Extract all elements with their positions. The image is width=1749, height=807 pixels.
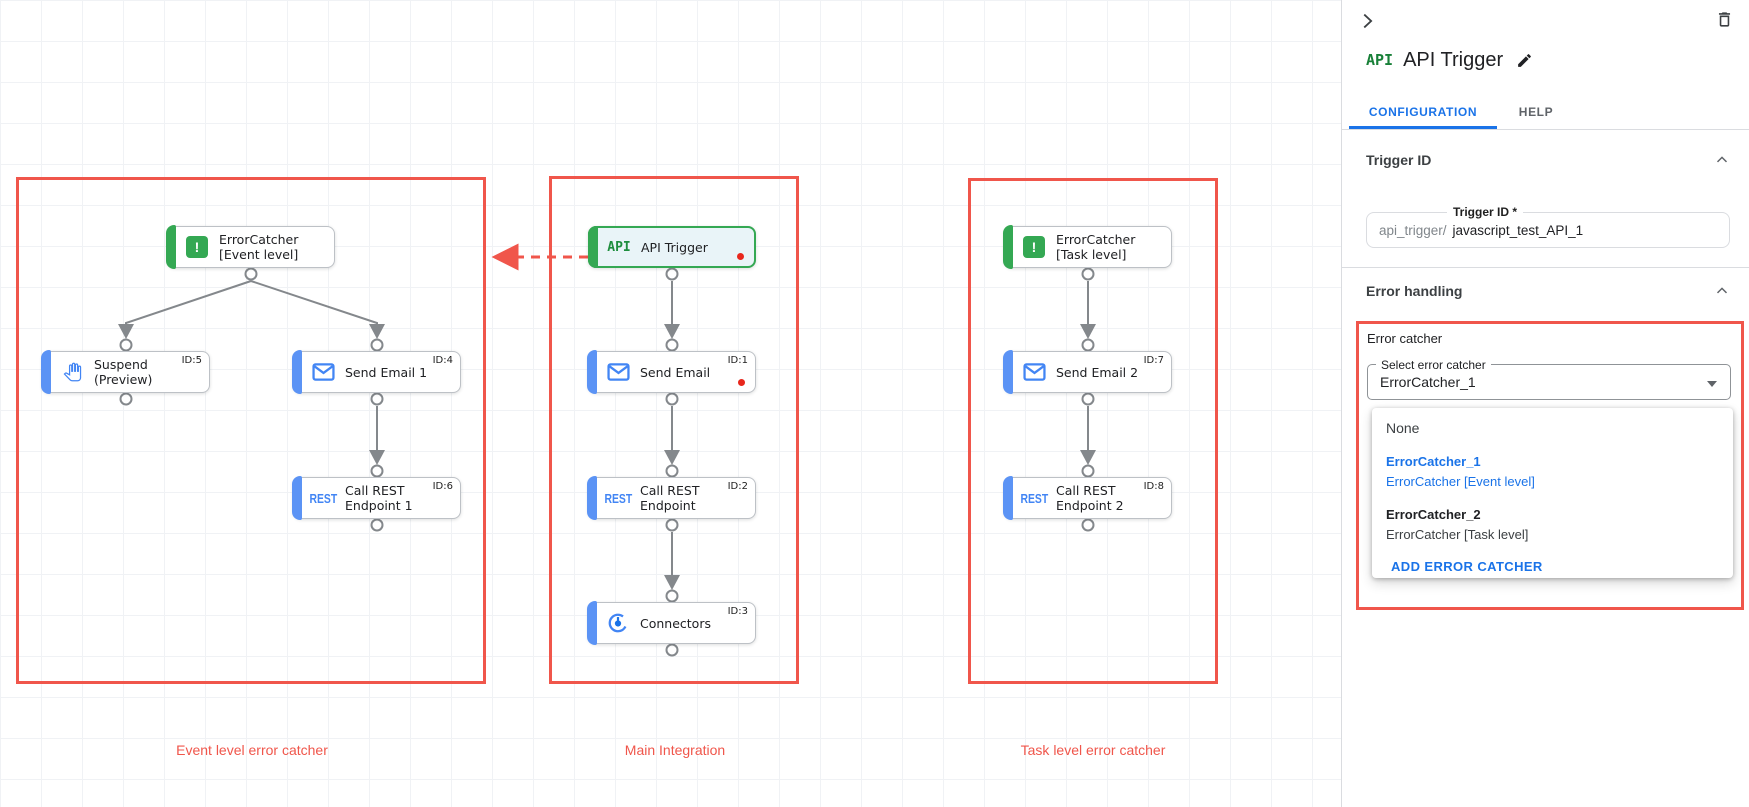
node-accent-bar	[41, 350, 51, 394]
api-trigger-badge-icon: API	[1366, 51, 1394, 69]
node-label: Suspend(Preview)	[94, 357, 153, 387]
node-id-badge: ID:3	[727, 606, 748, 617]
node-label: Send Email 1	[345, 364, 428, 380]
node-accent-bar	[1003, 476, 1013, 520]
node-suspend[interactable]: Suspend(Preview) ID:5	[41, 350, 210, 394]
rest-icon: REST	[309, 490, 337, 506]
error-catcher-highlight-box: Error catcher Select error catcher Error…	[1356, 321, 1744, 610]
error-icon: !	[182, 236, 212, 258]
node-id-badge: ID:1	[727, 355, 748, 366]
option-title: ErrorCatcher_1	[1386, 454, 1481, 469]
group-label-task-level: Task level error catcher	[1020, 742, 1166, 758]
node-accent-bar	[587, 350, 597, 394]
trigger-id-field-label: Trigger ID *	[1447, 205, 1524, 219]
integration-canvas[interactable]: Event level error catcher Main Integratio…	[0, 0, 1341, 807]
node-id-badge: ID:5	[181, 355, 202, 366]
panel-title: API Trigger	[1403, 48, 1504, 71]
trigger-id-prefix: api_trigger/	[1379, 222, 1447, 238]
add-error-catcher-button[interactable]: ADD ERROR CATCHER	[1391, 559, 1543, 574]
trigger-id-field[interactable]: Trigger ID * api_trigger/ javascript_tes…	[1366, 205, 1730, 248]
config-panel: API API Trigger CONFIGURATION HELP Trigg…	[1341, 0, 1749, 807]
collapse-trigger-section-icon[interactable]	[1713, 151, 1731, 169]
node-label: Send Email	[640, 364, 711, 380]
node-label: Send Email 2	[1056, 364, 1139, 380]
node-label: ErrorCatcher[Event level]	[219, 232, 299, 262]
panel-tabs: CONFIGURATION HELP	[1342, 88, 1749, 130]
node-errorcatcher-event[interactable]: ! ErrorCatcher[Event level]	[166, 225, 335, 269]
option-subtitle: ErrorCatcher [Event level]	[1386, 474, 1535, 489]
error-catcher-label: Error catcher	[1367, 331, 1443, 346]
node-api-trigger[interactable]: API API Trigger	[588, 226, 756, 268]
section-divider	[1342, 267, 1749, 268]
error-indicator-dot	[737, 253, 744, 260]
hand-icon	[57, 362, 87, 382]
mail-icon	[1019, 363, 1049, 381]
error-catcher-select[interactable]: Select error catcher ErrorCatcher_1	[1367, 358, 1731, 400]
error-indicator-dot	[738, 379, 745, 386]
group-main	[549, 176, 799, 684]
node-label: Connectors	[640, 615, 711, 631]
node-id-badge: ID:7	[1143, 355, 1164, 366]
trigger-id-value: javascript_test_API_1	[1452, 222, 1584, 238]
delete-trigger-button[interactable]	[1715, 9, 1734, 35]
mail-icon	[308, 363, 338, 381]
node-errorcatcher-task[interactable]: ! ErrorCatcher[Task level]	[1003, 225, 1172, 269]
tab-configuration[interactable]: CONFIGURATION	[1349, 88, 1497, 129]
node-accent-bar	[292, 476, 302, 520]
group-label-main: Main Integration	[624, 742, 726, 758]
node-id-badge: ID:8	[1143, 481, 1164, 492]
node-accent-bar	[1003, 350, 1013, 394]
rest-icon: REST	[1020, 490, 1048, 506]
node-send-email[interactable]: Send Email ID:1	[587, 350, 756, 394]
node-accent-bar	[587, 601, 597, 645]
node-id-badge: ID:6	[432, 481, 453, 492]
node-accent-bar	[1003, 225, 1013, 269]
node-send-email-2[interactable]: Send Email 2 ID:7	[1003, 350, 1172, 394]
api-icon: API	[607, 239, 631, 255]
node-accent-bar	[292, 350, 302, 394]
collapse-error-section-icon[interactable]	[1713, 282, 1731, 300]
trigger-id-section-title: Trigger ID	[1366, 152, 1432, 168]
collapse-panel-button[interactable]	[1356, 10, 1378, 37]
option-none[interactable]: None	[1386, 420, 1420, 436]
connector-icon	[603, 612, 633, 634]
node-label: API Trigger	[641, 239, 708, 255]
group-task-level	[968, 178, 1218, 684]
mail-icon	[603, 363, 633, 381]
error-icon: !	[1019, 236, 1049, 258]
group-label-event-level: Event level error catcher	[176, 742, 328, 758]
error-handling-section-title: Error handling	[1366, 283, 1463, 299]
option-subtitle: ErrorCatcher [Task level]	[1386, 527, 1529, 542]
edges-layer	[118, 243, 1096, 657]
node-accent-bar	[166, 225, 176, 269]
rest-icon: REST	[604, 490, 632, 506]
node-connectors[interactable]: Connectors ID:3	[587, 601, 756, 645]
group-event-level	[16, 177, 486, 684]
select-error-catcher-value: ErrorCatcher_1	[1380, 374, 1476, 390]
node-send-email-1[interactable]: Send Email 1 ID:4	[292, 350, 461, 394]
dropdown-caret-icon	[1707, 381, 1717, 387]
option-title: ErrorCatcher_2	[1386, 507, 1481, 522]
tab-help[interactable]: HELP	[1518, 105, 1554, 119]
select-error-catcher-label: Select error catcher	[1376, 358, 1491, 372]
node-id-badge: ID:2	[727, 481, 748, 492]
node-accent-bar	[587, 476, 597, 520]
node-id-badge: ID:4	[432, 355, 453, 366]
node-label: ErrorCatcher[Task level]	[1056, 232, 1136, 262]
node-accent-bar	[588, 226, 598, 268]
edit-title-icon[interactable]	[1516, 52, 1533, 69]
